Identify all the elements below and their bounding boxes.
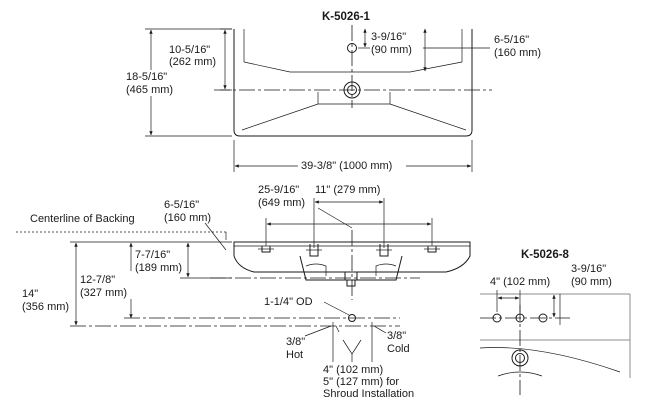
basin-contour: [375, 263, 397, 276]
label-bg: [78, 271, 132, 299]
dim-label: (90 mm): [571, 276, 612, 288]
detail-basin-curve: [479, 347, 621, 373]
dim-label: 11" (279 mm): [315, 184, 380, 196]
dim-label: 7-7/16": [135, 249, 170, 261]
basin-underside: [299, 255, 403, 281]
dim-label: (356 mm): [22, 301, 69, 313]
sink-front-body: [233, 241, 471, 273]
hot-label: Hot: [286, 349, 303, 361]
dim-label: Shroud Installation: [323, 388, 414, 400]
front-view: 25-9/16" (649 mm) 11" (279 mm): [16, 184, 471, 400]
dim-label: (327 mm): [80, 287, 127, 299]
detail-hole-hot: [492, 313, 502, 323]
leader-line: [317, 207, 353, 229]
supply-spacing-marker: [342, 339, 362, 355]
detail-model-label: K-5026-8: [521, 249, 570, 261]
dim-label: 6-5/16": [494, 34, 529, 46]
dim-label: (160 mm): [164, 212, 211, 224]
dim-label: 4" (102 mm): [323, 364, 383, 376]
detail-drain-outer: [511, 349, 529, 367]
centerline-label: Centerline of Backing: [30, 213, 135, 225]
dim-label: 3-9/16": [371, 31, 406, 43]
cold-label: Cold: [387, 343, 410, 355]
detail-view: K-5026-8 4" (102 mm) 3-9/16" (90 mm): [479, 249, 631, 395]
dim-label: 10-5/16": [169, 44, 210, 56]
hot-label: 3/8": [286, 336, 305, 348]
dim-label: 3-9/16": [571, 263, 606, 275]
leader-line: [335, 325, 340, 333]
dim-label: 25-9/16": [258, 184, 299, 196]
dim-label: (465 mm): [126, 84, 173, 96]
leader-line: [323, 301, 350, 316]
drain-tailpiece: [346, 280, 356, 287]
sink-outline-top: [233, 29, 473, 137]
leader-line: [204, 222, 227, 251]
dim-label: (189 mm): [135, 262, 182, 274]
label-bg: [298, 158, 406, 172]
drain-body: [344, 271, 358, 281]
dim-label: (160 mm): [494, 47, 541, 59]
basin-slope-lines: [241, 103, 467, 131]
dim-label: 18-5/16": [126, 71, 167, 83]
cold-label: 3/8": [387, 330, 406, 342]
dim-label: 14": [22, 288, 38, 300]
leader-line: [373, 325, 387, 334]
top-view-model-label: K-5026-1: [322, 11, 371, 23]
drain-outlet: [348, 314, 356, 322]
dim-label: 39-3/8" (1000 mm): [301, 160, 392, 172]
dim-label: (649 mm): [258, 197, 305, 209]
leader-line: [304, 325, 332, 337]
top-view: K-5026-1 10-5/16" (262 mm) 18-5/16" (465…: [124, 11, 541, 172]
detail-basin-slope: [497, 371, 543, 377]
dim-label: 12-7/8": [80, 274, 115, 286]
deck-front-edge: [243, 61, 463, 73]
dim-label: 5" (127 mm) for: [323, 376, 399, 388]
dim-label: (262 mm): [169, 56, 216, 68]
dim-label: 6-5/16": [164, 199, 199, 211]
detail-drain-inner: [515, 353, 525, 363]
detail-hole-cold: [538, 313, 548, 323]
dim-label: 1-1/4" OD: [264, 296, 313, 308]
label-bg: [124, 70, 180, 96]
dim-label: (90 mm): [371, 44, 412, 56]
basin-contour: [305, 263, 327, 276]
dim-label: 4" (102 mm): [490, 276, 550, 288]
faucet-holes-front: [258, 244, 440, 257]
